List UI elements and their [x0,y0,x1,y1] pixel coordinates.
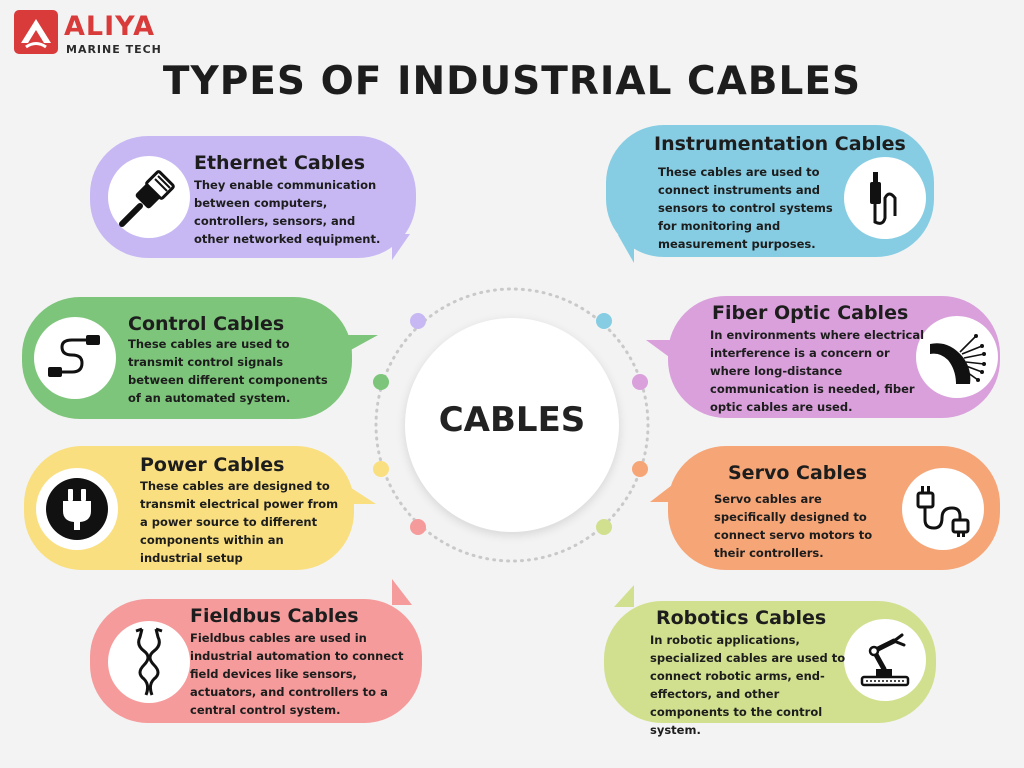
card-fiber: Fiber Optic Cables In environments where… [646,296,1000,418]
card-fiber-text: In environments where electrical interfe… [710,328,925,414]
card-fieldbus-text: Fieldbus cables are used in industrial a… [190,631,404,717]
power-plug-icon [36,468,118,550]
card-power-title: Power Cables [140,454,285,476]
ring-dot-lime [596,519,612,535]
page-title: TYPES OF INDUSTRIAL CABLES [162,59,862,104]
card-fieldbus: Fieldbus Cables Fieldbus cables are used… [90,579,422,723]
audio-jack-icon [844,157,926,239]
card-robotics: Robotics Cables In robotic applications,… [604,585,936,737]
usb-cable-icon [34,317,116,399]
card-ethernet: Ethernet Cables They enable communicatio… [90,136,416,260]
card-servo: Servo Cables Servo cables are specifical… [650,446,1000,570]
center-circle [405,318,619,532]
card-servo-title: Servo Cables [728,462,868,484]
logo-name: ALIYA [64,11,156,42]
card-control: Control Cables These cables are used to … [22,297,378,419]
card-ethernet-text: They enable communication between comput… [194,178,381,246]
center-label: CABLES [438,400,586,440]
card-power: Power Cables These cables are designed t… [24,446,376,570]
ring-dot-purple [410,313,426,329]
card-instrumentation-title: Instrumentation Cables [654,133,906,155]
ring-dot-green [373,374,389,390]
card-fieldbus-title: Fieldbus Cables [190,605,359,627]
ring-dot-yellow [373,461,389,477]
card-instrumentation: Instrumentation Cables These cables are … [606,125,934,263]
card-control-title: Control Cables [128,313,285,335]
ring-dot-blue [596,313,612,329]
card-robotics-text: In robotic applications, specialized cab… [650,633,846,737]
ethernet-plug-icon [108,156,190,238]
card-fiber-title: Fiber Optic Cables [712,302,909,324]
fiber-optic-icon [916,316,998,398]
card-robotics-title: Robotics Cables [656,607,827,629]
card-control-text: These cables are used to transmit contro… [128,337,328,405]
ring-dot-orange [632,461,648,477]
logo-mark-icon [14,10,58,54]
servo-cable-icon [902,468,984,550]
card-ethernet-title: Ethernet Cables [194,152,366,174]
ring-dot-violet [632,374,648,390]
card-instrumentation-text: These cables are used to connect instrum… [658,165,833,251]
robot-arm-icon [844,619,926,701]
card-power-text: These cables are designed to transmit el… [140,479,339,565]
logo-tagline: MARINE TECH [66,43,162,56]
card-servo-text: Servo cables are specifically designed t… [714,492,873,560]
brand-logo: ALIYA MARINE TECH [14,10,184,60]
twisted-cable-icon [108,621,190,703]
ring-dot-pink [410,519,426,535]
